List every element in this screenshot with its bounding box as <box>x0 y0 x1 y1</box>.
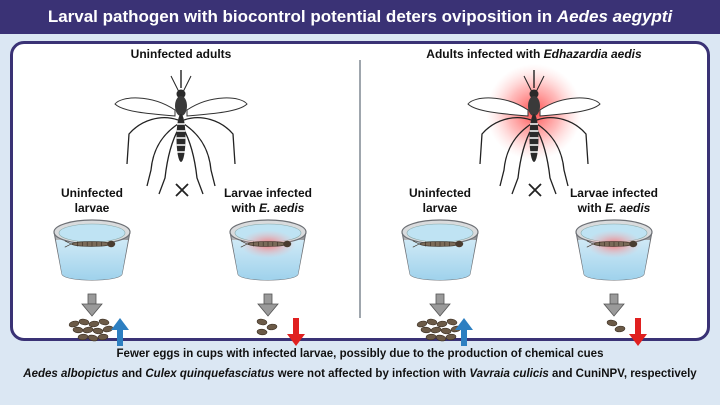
footer-line-2-part: Culex quinquefasciatus <box>145 368 275 380</box>
egg-cluster-icon <box>416 317 462 343</box>
cross-icon <box>175 183 189 197</box>
up-arrow-icon <box>111 318 129 346</box>
footer-line-2-part: were not affected by infection with <box>274 368 470 380</box>
grey-arrow-icon <box>257 293 279 317</box>
footer-line-2-part: Aedes albopictus <box>23 368 119 380</box>
down-arrow-icon <box>287 318 305 346</box>
grey-arrow-icon <box>429 293 451 317</box>
footer-line-1: Fewer eggs in cups with infected larvae,… <box>116 348 604 360</box>
egg-cluster-icon <box>606 319 626 333</box>
footer-line-2: Aedes albopictus and Culex quinquefascia… <box>0 368 720 380</box>
title-banner <box>0 0 720 34</box>
down-arrow-icon <box>629 318 647 346</box>
footer-line-2-part: and <box>118 368 146 380</box>
figure-title: Larval pathogen with biocontrol potentia… <box>47 7 673 26</box>
cross-icon <box>528 183 542 197</box>
cup-icon <box>401 219 479 281</box>
footer-line-2-part: and CuniNPV, respectively <box>548 368 697 380</box>
egg-cluster-icon <box>256 318 278 336</box>
up-arrow-icon <box>455 318 473 346</box>
cup-icon <box>53 219 131 281</box>
grey-arrow-icon <box>81 293 103 317</box>
egg-cluster-icon <box>68 317 114 343</box>
grey-arrow-icon <box>603 293 625 317</box>
footer-line-2-part: Vavraia culicis <box>469 368 549 380</box>
uninfected-adults-label: Uninfected adults <box>130 47 232 61</box>
infected-adults-label: Adults infected with Edhazardia aedis <box>426 47 642 61</box>
mosquito-icon <box>114 69 248 195</box>
